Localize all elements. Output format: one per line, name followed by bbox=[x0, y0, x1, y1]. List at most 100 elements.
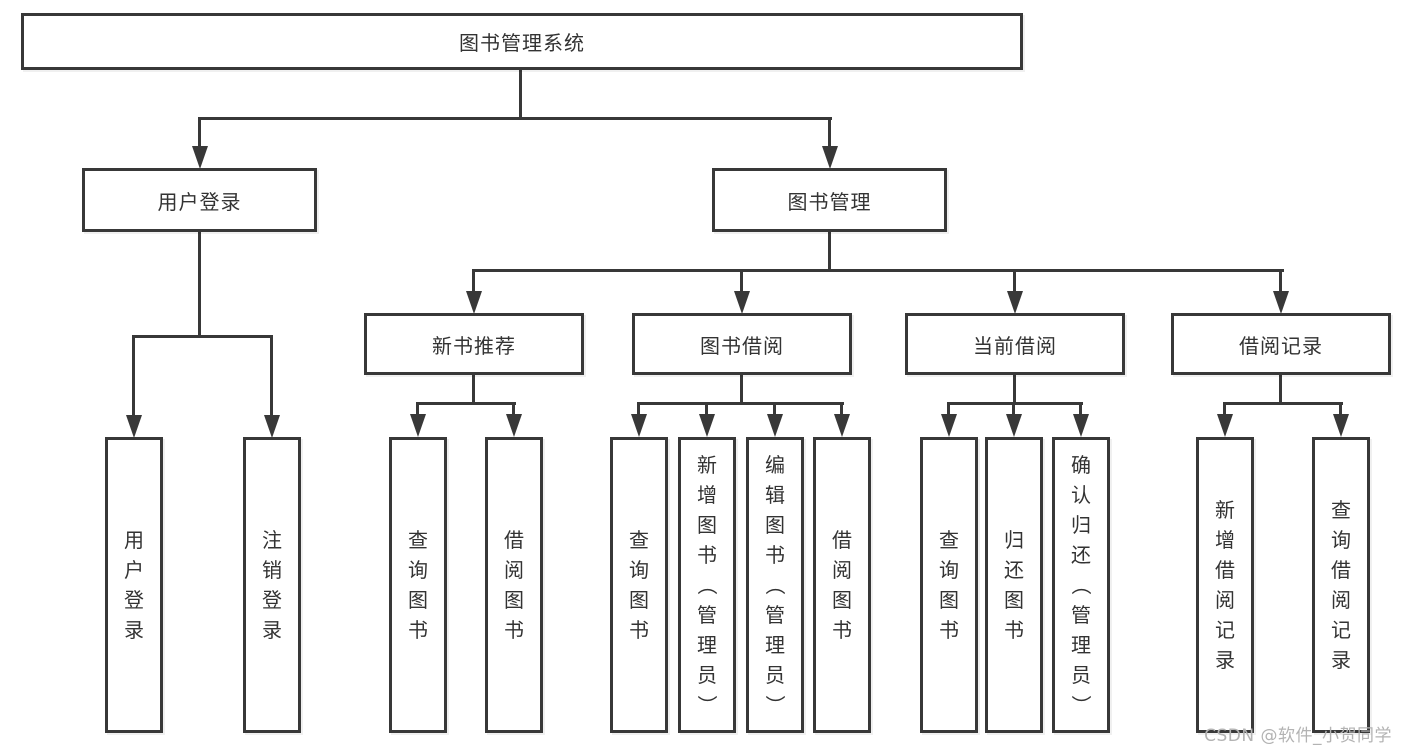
leaf-label-char: 登 bbox=[124, 588, 144, 612]
connector-group2-hline bbox=[416, 402, 516, 405]
leaf-label-char: 还 bbox=[1071, 543, 1091, 567]
leaf-add-books-admin: 新增图书（管理员） bbox=[678, 437, 736, 733]
leaf-label-char: 书 bbox=[939, 618, 959, 642]
arrow-book-borrow bbox=[734, 291, 750, 314]
connector-group3-hline bbox=[637, 402, 844, 405]
connector-l3-shaft-2 bbox=[740, 269, 743, 293]
arrow-user-login bbox=[192, 146, 208, 169]
connector-level2-hline bbox=[198, 117, 832, 120]
connector-group5-stem bbox=[1279, 373, 1282, 405]
leaf-label-char: 图 bbox=[1004, 588, 1024, 612]
leaf-label-char: 书 bbox=[765, 543, 785, 567]
connector-group2-stem bbox=[472, 373, 475, 405]
leaf-label-char: 借 bbox=[1331, 558, 1351, 582]
leaf-label-char: 理 bbox=[697, 633, 717, 657]
connector-g2-shaft-1 bbox=[416, 402, 419, 418]
leaf-query-books-current: 查询图书 bbox=[920, 437, 978, 733]
leaf-borrow-books: 借阅图书 bbox=[813, 437, 871, 733]
connector-book-mgmt-stem bbox=[828, 232, 831, 272]
connector-g5-shaft-1 bbox=[1223, 402, 1226, 418]
leaf-label-char: 查 bbox=[1331, 498, 1351, 522]
node-new-book-recommend-label: 新书推荐 bbox=[432, 333, 516, 358]
arrow-book-mgmt bbox=[822, 146, 838, 169]
leaf-label-char: 书 bbox=[697, 543, 717, 567]
leaf-label-char: 书 bbox=[408, 618, 428, 642]
leaf-label-char: 辑 bbox=[765, 483, 785, 507]
leaf-label-char: ） bbox=[1069, 695, 1093, 715]
node-root: 图书管理系统 bbox=[21, 13, 1023, 70]
connector-g4-shaft-1 bbox=[947, 402, 950, 418]
leaf-label-char: 录 bbox=[262, 618, 282, 642]
leaf-label-char: 查 bbox=[939, 528, 959, 552]
leaf-label-char: 图 bbox=[939, 588, 959, 612]
leaf-label-char: 录 bbox=[1331, 648, 1351, 672]
leaf-label-char: 询 bbox=[629, 558, 649, 582]
leaf-label-char: 归 bbox=[1004, 528, 1024, 552]
leaf-label-char: 还 bbox=[1004, 558, 1024, 582]
leaf-label-char: 书 bbox=[504, 618, 524, 642]
connector-l3-shaft-1 bbox=[472, 269, 475, 293]
leaf-label-char: 录 bbox=[1215, 648, 1235, 672]
leaf-label-char: 图 bbox=[832, 588, 852, 612]
leaf-label-char: （ bbox=[763, 575, 787, 595]
leaf-label-char: （ bbox=[1069, 575, 1093, 595]
leaf-label-char: 阅 bbox=[1331, 588, 1351, 612]
arrow-g4-leaf-2 bbox=[1006, 414, 1022, 437]
leaf-label-char: 图 bbox=[765, 513, 785, 537]
connector-group3-stem bbox=[740, 373, 743, 405]
leaf-label-char: 理 bbox=[1071, 633, 1091, 657]
node-current-borrow-label: 当前借阅 bbox=[973, 333, 1057, 358]
leaf-label-char: 图 bbox=[629, 588, 649, 612]
connector-g2-shaft-2 bbox=[512, 402, 515, 418]
leaf-label-char: 图 bbox=[504, 588, 524, 612]
leaf-label-char: 图 bbox=[697, 513, 717, 537]
connector-group5-hline bbox=[1223, 402, 1343, 405]
csdn-watermark: CSDN @软件_小贺同学 bbox=[1204, 726, 1392, 746]
connector-group1-shaft-1 bbox=[132, 335, 135, 419]
leaf-label-char: 阅 bbox=[504, 558, 524, 582]
leaf-label-char: 认 bbox=[1071, 483, 1091, 507]
connector-g3-shaft-3 bbox=[773, 402, 776, 418]
leaf-label-char: 询 bbox=[408, 558, 428, 582]
leaf-label-char: 登 bbox=[262, 588, 282, 612]
connector-g3-shaft-1 bbox=[637, 402, 640, 418]
node-user-login: 用户登录 bbox=[82, 168, 317, 232]
connector-user-login-shaft bbox=[198, 117, 201, 148]
leaf-return-books: 归还图书 bbox=[985, 437, 1043, 733]
arrow-g3-leaf-2 bbox=[699, 414, 715, 437]
leaf-add-borrow-record: 新增借阅记录 bbox=[1196, 437, 1254, 733]
leaf-label-char: 记 bbox=[1215, 618, 1235, 642]
connector-level3-hline bbox=[472, 269, 1284, 272]
node-book-management: 图书管理 bbox=[712, 168, 947, 232]
arrow-current-borrow bbox=[1007, 291, 1023, 314]
leaf-label-char: ） bbox=[763, 695, 787, 715]
leaf-logout: 注销登录 bbox=[243, 437, 301, 733]
leaf-label-char: 户 bbox=[124, 558, 144, 582]
node-new-book-recommend: 新书推荐 bbox=[364, 313, 584, 375]
leaf-label-char: 阅 bbox=[832, 558, 852, 582]
leaf-label-char: 注 bbox=[262, 528, 282, 552]
leaf-label-char: 查 bbox=[408, 528, 428, 552]
connector-l3-shaft-4 bbox=[1279, 269, 1282, 293]
arrow-g3-leaf-3 bbox=[767, 414, 783, 437]
leaf-label-char: 借 bbox=[1215, 558, 1235, 582]
connector-g5-shaft-2 bbox=[1339, 402, 1342, 418]
leaf-query-borrow-record: 查询借阅记录 bbox=[1312, 437, 1370, 733]
leaf-label-char: 增 bbox=[697, 483, 717, 507]
leaf-label-char: 新 bbox=[1215, 498, 1235, 522]
leaf-label-char: 新 bbox=[697, 453, 717, 477]
leaf-label-char: 员 bbox=[1071, 663, 1091, 687]
connector-g3-shaft-2 bbox=[705, 402, 708, 418]
leaf-label-char: 阅 bbox=[1215, 588, 1235, 612]
leaf-user-login: 用户登录 bbox=[105, 437, 163, 733]
connector-user-login-stem bbox=[198, 232, 201, 338]
arrow-g2-leaf-2 bbox=[506, 414, 522, 437]
arrow-g5-leaf-2 bbox=[1333, 414, 1349, 437]
leaf-label-char: 归 bbox=[1071, 513, 1091, 537]
arrow-new-book-recommend bbox=[466, 291, 482, 314]
leaf-label-char: 书 bbox=[629, 618, 649, 642]
arrow-leaf-logout bbox=[264, 415, 280, 438]
leaf-borrow-books-recommend: 借阅图书 bbox=[485, 437, 543, 733]
leaf-label-char: 管 bbox=[765, 603, 785, 627]
